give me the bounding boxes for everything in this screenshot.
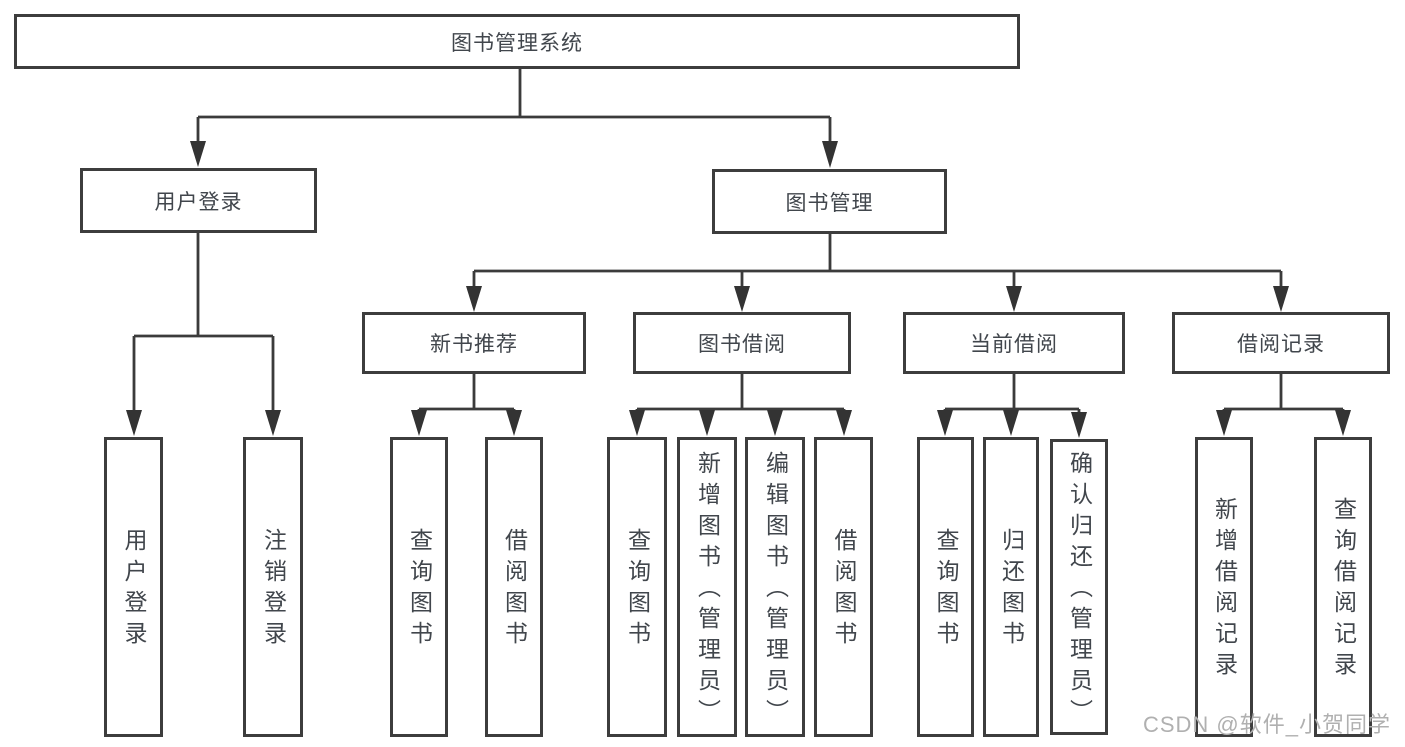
edges-book-mgmt bbox=[466, 234, 1289, 312]
node-logout-leaf: 注销登录 bbox=[243, 437, 303, 737]
node-add-books-admin: 新增图书（管理员） bbox=[677, 437, 737, 737]
edges-borrowing bbox=[629, 374, 852, 436]
node-borrow-books-1: 借阅图书 bbox=[485, 437, 543, 737]
node-query-books-3: 查询图书 bbox=[917, 437, 974, 737]
node-user-login-leaf: 用户登录 bbox=[104, 437, 163, 737]
node-borrowing: 图书借阅 bbox=[633, 312, 851, 374]
node-user-login: 用户登录 bbox=[80, 168, 317, 233]
csdn-watermark: CSDN @软件_小贺同学 bbox=[1142, 712, 1391, 737]
node-query-loan-record: 查询借阅记录 bbox=[1314, 437, 1372, 737]
node-library-system: 图书管理系统 bbox=[14, 14, 1020, 69]
node-current-loans: 当前借阅 bbox=[903, 312, 1125, 374]
node-return-books: 归还图书 bbox=[983, 437, 1039, 737]
node-borrow-books-2: 借阅图书 bbox=[814, 437, 873, 737]
node-query-books-2: 查询图书 bbox=[607, 437, 667, 737]
edges-user-login bbox=[126, 233, 281, 436]
node-edit-books-admin: 编辑图书（管理员） bbox=[745, 437, 805, 737]
node-query-books-1: 查询图书 bbox=[390, 437, 448, 737]
edges-current-loans bbox=[937, 374, 1087, 438]
edges-root bbox=[190, 68, 838, 168]
node-book-mgmt: 图书管理 bbox=[712, 169, 947, 234]
edges-new-books bbox=[411, 374, 522, 436]
edges-loan-records bbox=[1216, 374, 1351, 436]
node-loan-records: 借阅记录 bbox=[1172, 312, 1390, 374]
node-confirm-return-admin: 确认归还（管理员） bbox=[1050, 439, 1108, 735]
node-new-books: 新书推荐 bbox=[362, 312, 586, 374]
node-add-loan-record: 新增借阅记录 bbox=[1195, 437, 1253, 737]
